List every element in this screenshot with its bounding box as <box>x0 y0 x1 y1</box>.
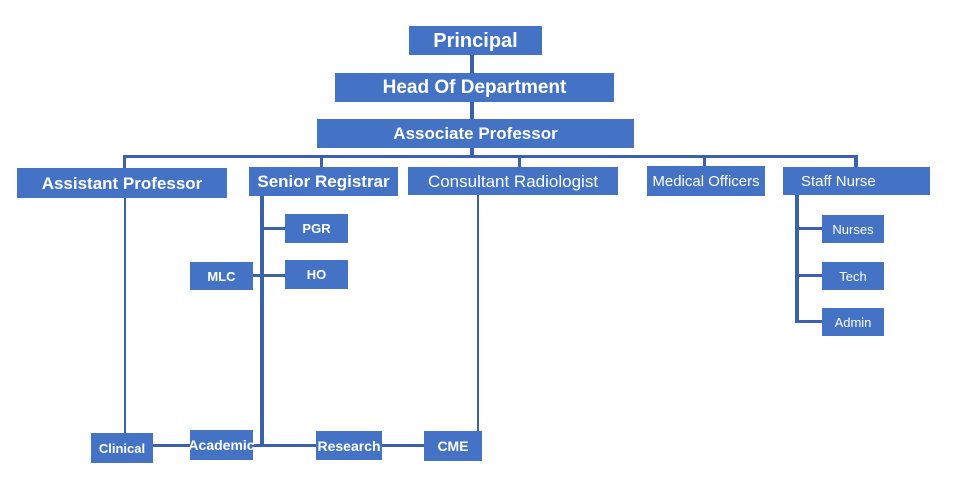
connector-branch-tech <box>797 274 822 277</box>
node-academic: Academic <box>188 430 255 460</box>
connector-bus <box>123 155 858 158</box>
node-ho: HO <box>285 260 348 289</box>
connector-branch-admin <box>797 320 822 323</box>
node-research: Research <box>316 431 382 460</box>
connector-drop-senior <box>320 155 323 168</box>
node-associate-professor: Associate Professor <box>317 119 634 148</box>
node-assistant-professor: Assistant Professor <box>17 168 227 198</box>
node-consultant-radiologist: Consultant Radiologist <box>408 167 618 195</box>
node-medical-officers: Medical Officers <box>647 166 765 196</box>
node-cme: CME <box>424 431 482 461</box>
connector-consultant-cme <box>477 195 479 431</box>
connector-senior-vertical <box>260 196 264 447</box>
connector-assoc-bus <box>470 148 474 158</box>
connector-branch-pgr <box>262 227 285 230</box>
node-head-of-department: Head Of Department <box>335 73 614 102</box>
connector-drop-staff <box>854 155 858 168</box>
node-principal: Principal <box>409 26 542 55</box>
node-clinical: Clinical <box>91 433 153 463</box>
node-staff-nurse: Staff Nurse <box>783 167 930 195</box>
connector-branch-nurses <box>797 227 822 230</box>
connector-research-cme <box>382 444 424 447</box>
connector-principal-hod <box>470 55 474 73</box>
connector-drop-consultant <box>518 155 521 168</box>
connector-hod-assoc <box>470 102 474 119</box>
node-senior-registrar: Senior Registrar <box>249 167 398 196</box>
connector-clinical-academic <box>153 444 190 447</box>
connector-drop-medical <box>703 155 706 167</box>
connector-staff-vertical <box>795 195 799 323</box>
connector-assistant-clinical <box>124 198 126 433</box>
node-tech: Tech <box>822 262 884 290</box>
node-admin: Admin <box>822 308 884 336</box>
node-nurses: Nurses <box>822 215 884 243</box>
node-pgr: PGR <box>285 214 348 243</box>
connector-academic-research <box>253 444 316 447</box>
connector-drop-assistant <box>123 155 126 169</box>
node-mlc: MLC <box>190 262 253 290</box>
connector-mlc-ho <box>253 274 285 277</box>
